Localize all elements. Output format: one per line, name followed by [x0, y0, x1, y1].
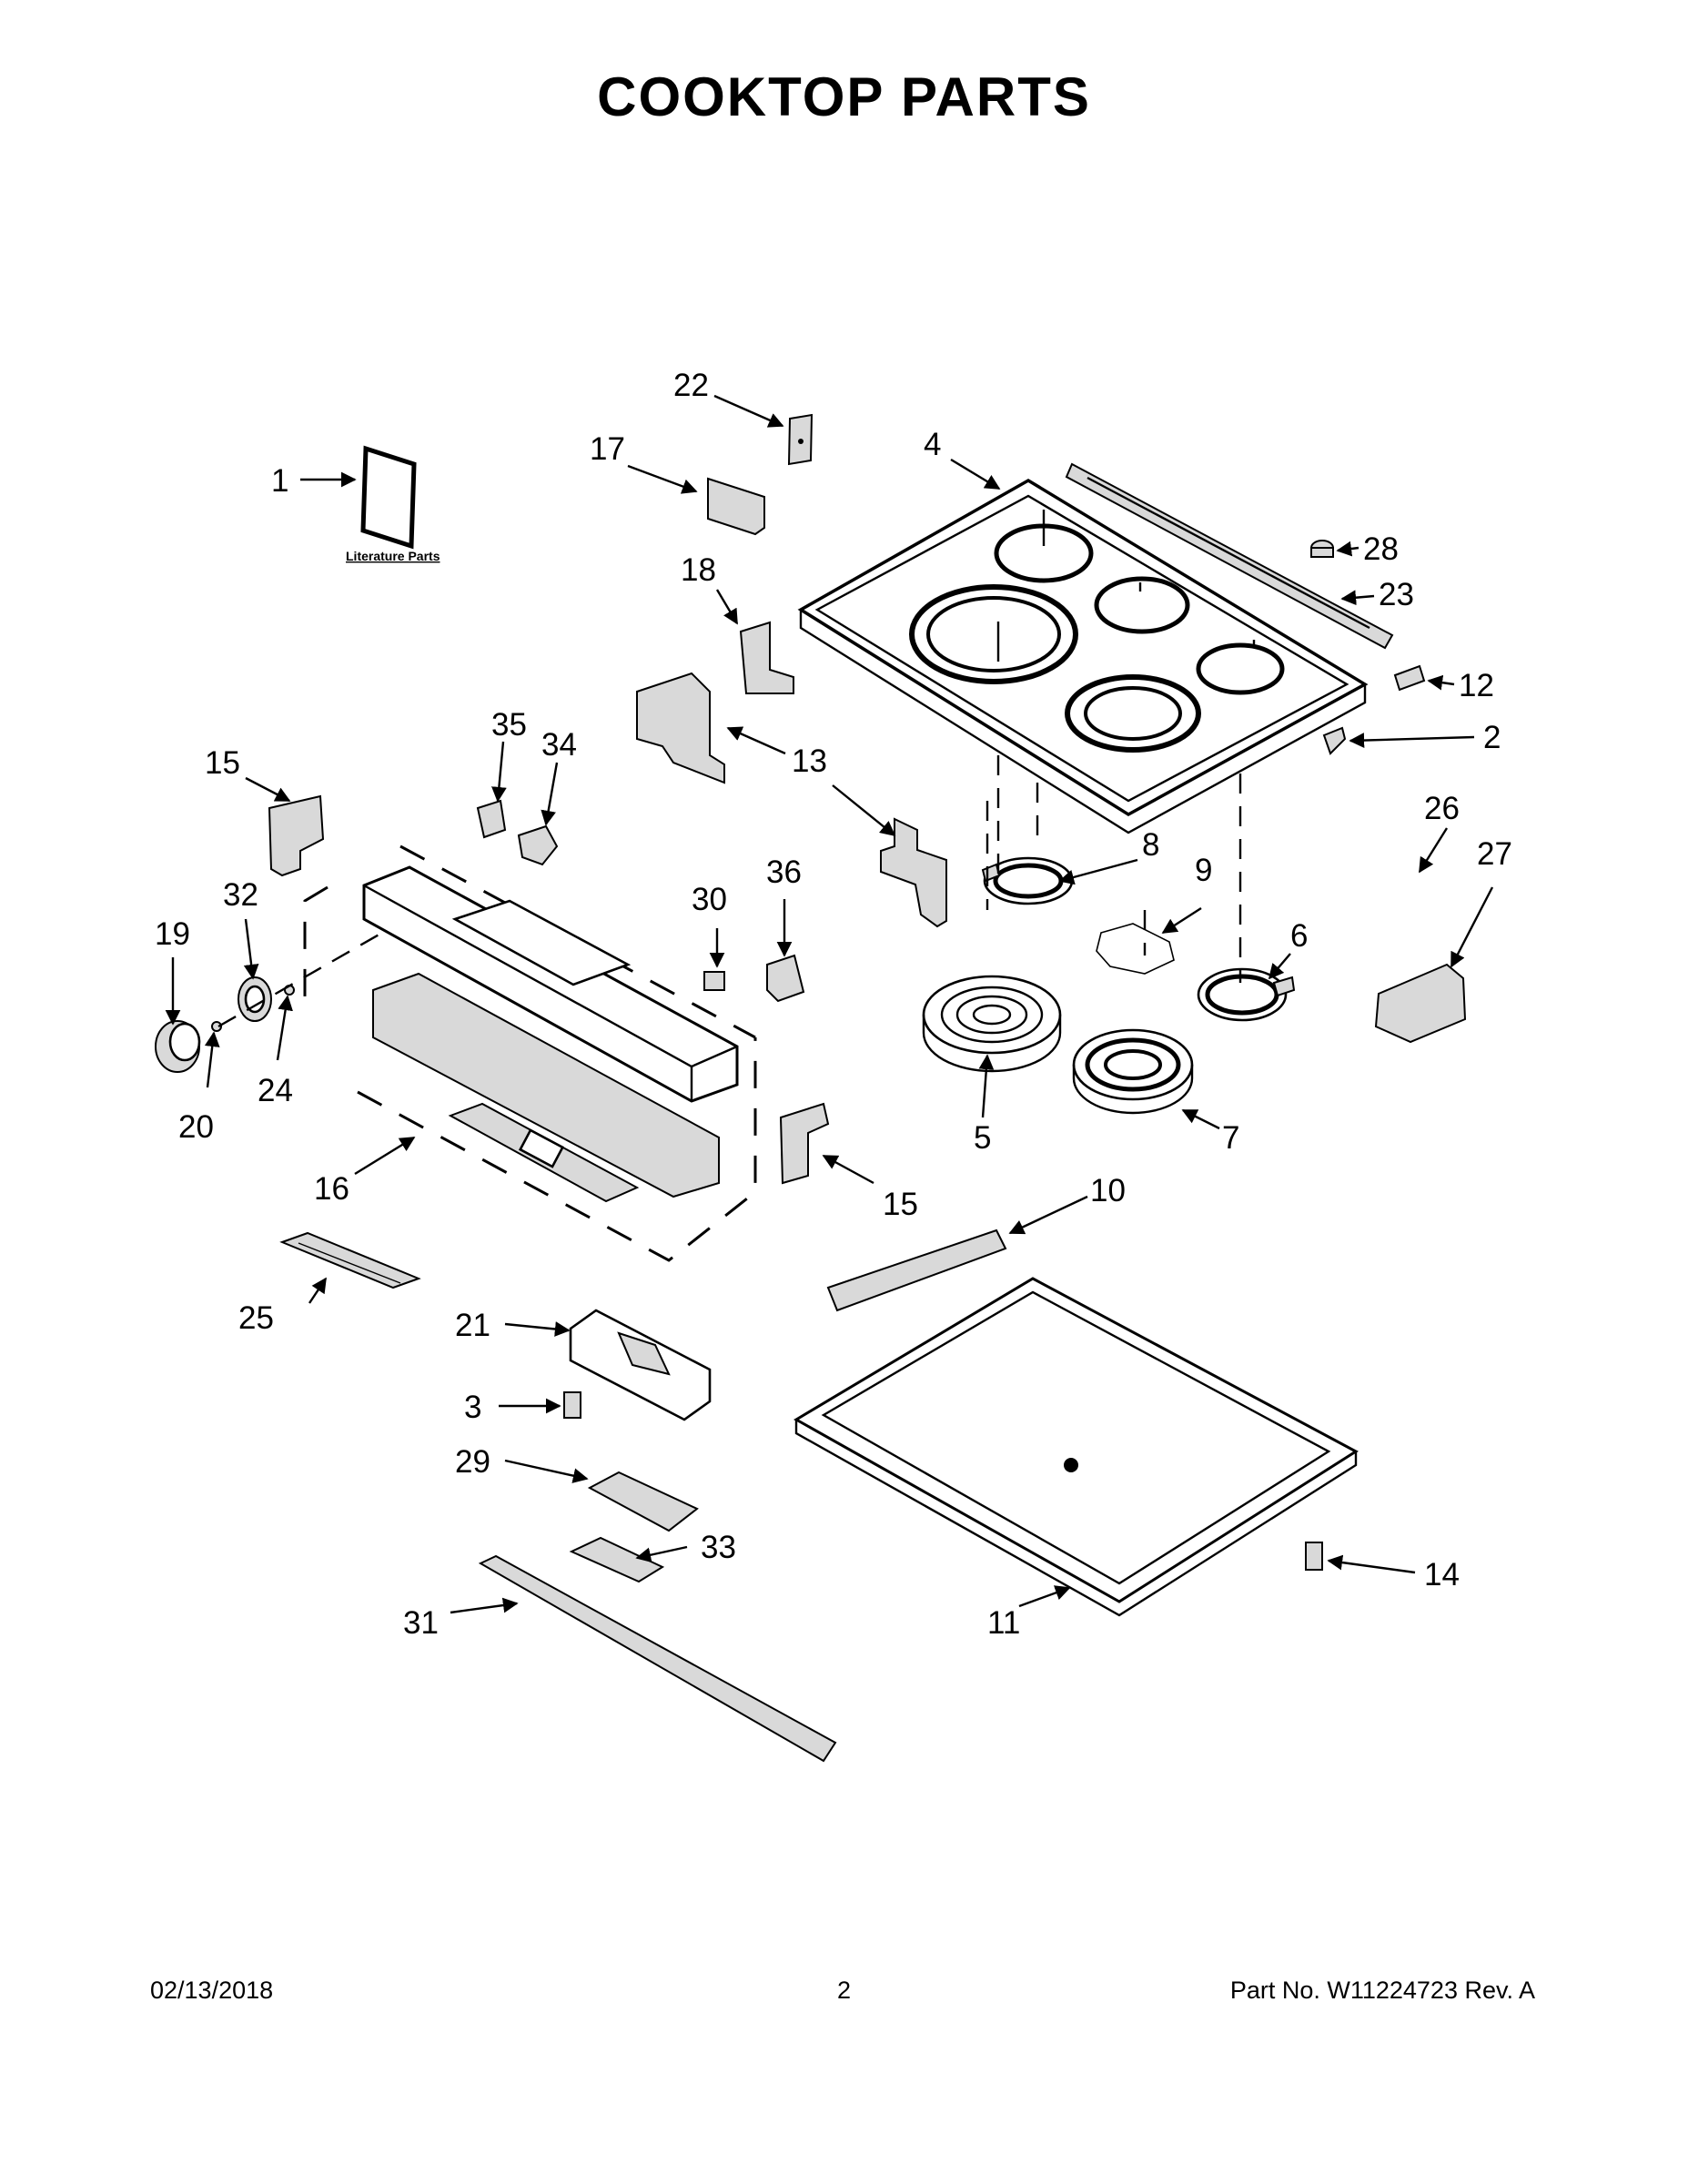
callout-numbers: 1 22 17 4 18 28 23 12 2 13 15 35 34 26 2… — [155, 368, 1512, 1641]
callout-6: 6 — [1290, 918, 1308, 954]
part-27-bracket — [1374, 963, 1467, 1044]
part-25-filter — [279, 1231, 421, 1289]
callout-5: 5 — [974, 1120, 991, 1156]
callout-34: 34 — [541, 727, 577, 763]
callout-30: 30 — [692, 882, 727, 917]
callout-23: 23 — [1379, 577, 1414, 612]
part-17-bracket — [707, 477, 765, 536]
callout-10: 10 — [1090, 1173, 1126, 1208]
callout-31: 31 — [403, 1605, 439, 1641]
part-31-trim — [478, 1554, 837, 1763]
callout-21: 21 — [455, 1308, 490, 1343]
callout-2: 2 — [1483, 720, 1501, 755]
part-20-screw — [211, 1021, 222, 1032]
part-9-insulator — [1096, 923, 1175, 975]
callout-8: 8 — [1142, 827, 1159, 863]
callout-22: 22 — [673, 368, 709, 403]
part-12-clip — [1393, 664, 1426, 692]
console-panel — [362, 865, 739, 1103]
part-19-knob — [155, 1020, 201, 1073]
callout-20: 20 — [178, 1109, 214, 1145]
part-3-screw — [563, 1391, 581, 1419]
callout-17: 17 — [590, 431, 625, 467]
callout-9: 9 — [1195, 853, 1212, 888]
callout-36: 36 — [766, 854, 802, 890]
rear-trim — [1065, 462, 1394, 650]
part-6-element-medium — [1197, 967, 1296, 1022]
part-13-bracket-upper — [636, 672, 725, 784]
callout-18: 18 — [681, 552, 716, 588]
page-title: COOKTOP PARTS — [597, 66, 1091, 127]
callout-29: 29 — [455, 1444, 490, 1480]
part-13-bracket-lower — [880, 817, 947, 928]
footer-part-number: Part No. W11224723 Rev. A — [1229, 1977, 1535, 2004]
callout-25: 25 — [238, 1300, 274, 1336]
console-bracket — [372, 972, 720, 1198]
callout-1: 1 — [271, 463, 288, 499]
part-15-cover-upper — [268, 794, 325, 877]
part-11-burner-box — [793, 1277, 1359, 1617]
part-30-switch — [703, 971, 725, 991]
leader-arrows — [165, 394, 1494, 1614]
part-34-switch — [517, 824, 559, 866]
part-28-bumper — [1310, 540, 1334, 558]
part-18-bracket — [739, 621, 794, 694]
callout-4: 4 — [924, 427, 941, 462]
footer-page-number: 2 — [836, 1977, 852, 2004]
cooktop-glass — [797, 478, 1369, 834]
part-7-element-dual — [1072, 1028, 1194, 1115]
part-21-control-module — [569, 1309, 712, 1421]
part-8-element-small — [981, 856, 1074, 905]
callout-27: 27 — [1477, 836, 1512, 872]
literature-parts-label: Literature Parts — [346, 549, 440, 563]
callout-16: 16 — [314, 1171, 349, 1207]
callout-19: 19 — [155, 916, 190, 952]
part-29-bracket — [587, 1471, 699, 1532]
callout-11: 11 — [987, 1605, 1020, 1641]
callout-14: 14 — [1424, 1557, 1460, 1592]
part-35-switch — [476, 799, 507, 839]
callout-7: 7 — [1222, 1120, 1239, 1156]
literature-parts-booklet: Literature Parts — [346, 445, 440, 563]
part-32-knob-bezel — [238, 976, 272, 1022]
callout-3: 3 — [464, 1390, 481, 1425]
callout-28: 28 — [1363, 531, 1399, 567]
part-15-cover-lower — [779, 1102, 830, 1185]
callout-12: 12 — [1459, 668, 1494, 703]
callout-24: 24 — [258, 1073, 293, 1108]
callout-32: 32 — [223, 877, 258, 913]
callout-35: 35 — [491, 707, 527, 743]
part-36-relay — [766, 954, 805, 1003]
part-22-bracket — [787, 413, 814, 466]
footer-date: 02/13/2018 — [150, 1977, 274, 2004]
callout-26: 26 — [1424, 791, 1460, 826]
part-5-element-large — [922, 975, 1062, 1073]
callout-15-upper: 15 — [205, 745, 240, 781]
callout-13: 13 — [792, 743, 827, 779]
part-14-screw — [1305, 1542, 1323, 1571]
part-10-bracket — [826, 1228, 1007, 1312]
callout-15-lower: 15 — [883, 1187, 918, 1222]
part-2-sensor — [1322, 726, 1347, 755]
part-16-control-board — [448, 1102, 640, 1203]
part-33-clip — [569, 1536, 665, 1583]
callout-33: 33 — [701, 1530, 736, 1565]
